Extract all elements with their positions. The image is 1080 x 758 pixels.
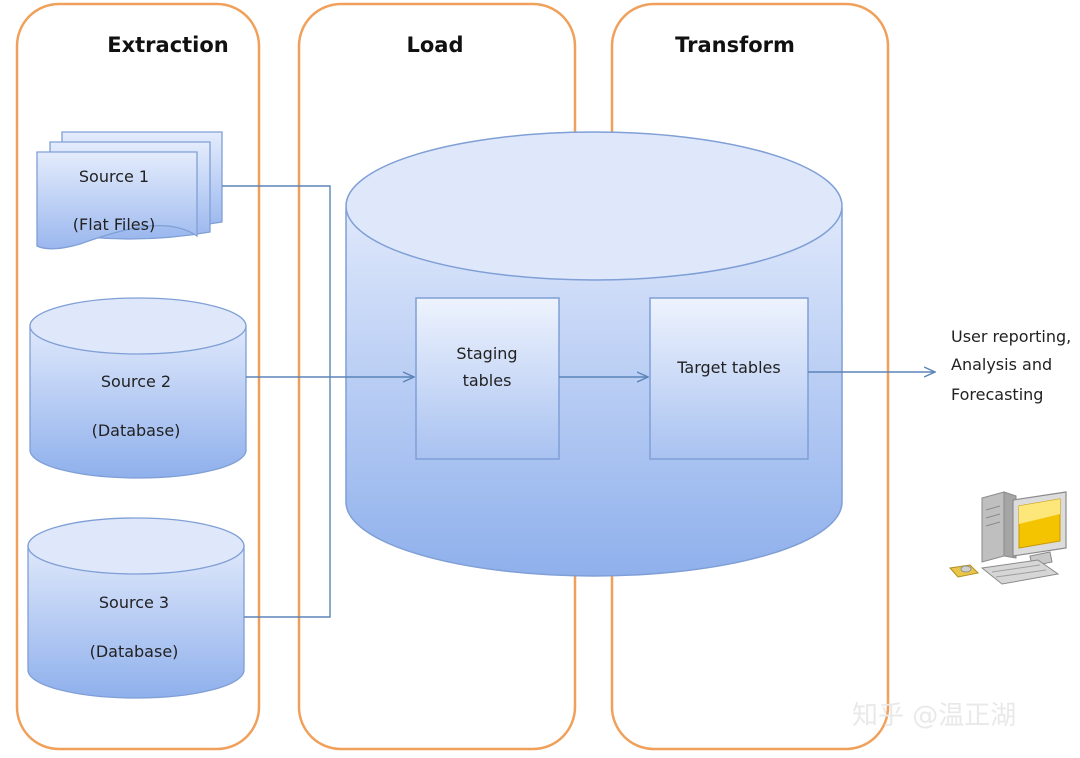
staging-tables-box: Staging tables [415,297,560,460]
lane-load-title: Load [406,33,463,57]
source-2-database: Source 2 (Database) [29,297,247,479]
staging-tables-label-line1: Staging [456,344,517,363]
output-line-1: User reporting, [951,327,1071,346]
connector-source-3 [244,377,331,618]
source-3-name: Source 3 [99,593,169,612]
source-2-name: Source 2 [101,372,171,391]
source-2-type: (Database) [92,421,181,440]
staging-tables-label-line2: tables [463,371,512,390]
lane-transform-title: Transform [675,33,795,57]
output-line-3: Forecasting [951,385,1043,404]
source-1-name: Source 1 [79,167,149,186]
output-label: User reporting, Analysis and Forecasting [951,327,1071,404]
source-3-type: (Database) [90,642,179,661]
target-tables-box: Target tables [649,297,809,460]
source-1-type: (Flat Files) [73,215,155,234]
connector-source-1 [222,185,331,377]
computer-icon [949,491,1067,585]
watermark-text: 知乎 @温正湖 [852,701,1016,731]
source-1-flat-files: Source 1 (Flat Files) [36,131,223,250]
lane-extraction-title: Extraction [107,33,229,57]
output-line-2: Analysis and [951,355,1052,374]
source-3-database: Source 3 (Database) [27,517,245,699]
connectors [222,185,935,618]
target-tables-label: Target tables [676,358,780,377]
